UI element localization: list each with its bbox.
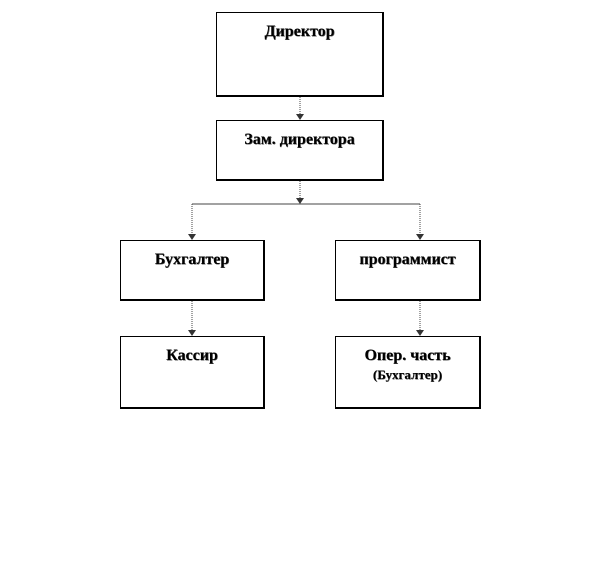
arrowhead-programmer [416,234,424,240]
node-accountant-title: Бухгалтер [154,251,230,268]
arrowhead-cashier [188,330,196,336]
node-deputy-director: Зам. директора [216,120,384,181]
arrowhead-branch [296,198,304,204]
node-operations-title: Опер. часть [364,347,451,364]
arrowhead-deputy [296,114,304,120]
node-programmer-title: программист [359,251,456,268]
node-operations-subtitle: (Бухгалтер) [372,367,443,382]
node-director: Директор [216,12,384,97]
node-deputy-director-title: Зам. директора [244,131,355,148]
arrowhead-accountant [188,234,196,240]
node-director-title: Директор [264,23,335,40]
node-programmer: программист [335,240,481,301]
node-operations: Опер. часть (Бухгалтер) [335,336,481,409]
node-cashier: Кассир [120,336,265,409]
node-cashier-title: Кассир [166,347,218,364]
arrowhead-operations [416,330,424,336]
node-accountant: Бухгалтер [120,240,265,301]
